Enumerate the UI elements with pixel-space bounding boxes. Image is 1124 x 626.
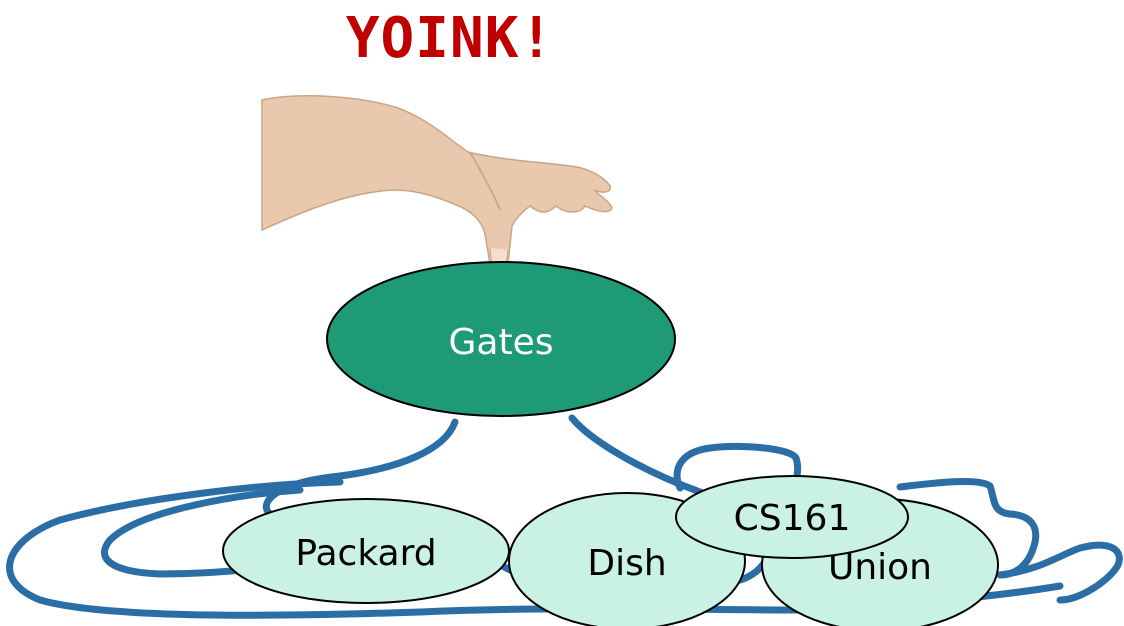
node-gates-label: Gates <box>449 322 554 363</box>
node-packard[interactable]: Packard <box>222 498 510 604</box>
node-packard-label: Packard <box>295 533 436 574</box>
yoink-title: YOINK! <box>345 6 555 71</box>
edge-dish-union-top <box>673 443 802 497</box>
node-dish-label: Dish <box>587 543 666 584</box>
edge-union-right <box>896 477 1040 579</box>
node-gates[interactable]: Gates <box>326 261 676 417</box>
node-cs161[interactable]: CS161 <box>675 475 909 559</box>
edge-right-loop <box>996 541 1123 604</box>
hand-pinching-icon <box>261 95 613 271</box>
node-cs161-label: CS161 <box>734 498 851 539</box>
